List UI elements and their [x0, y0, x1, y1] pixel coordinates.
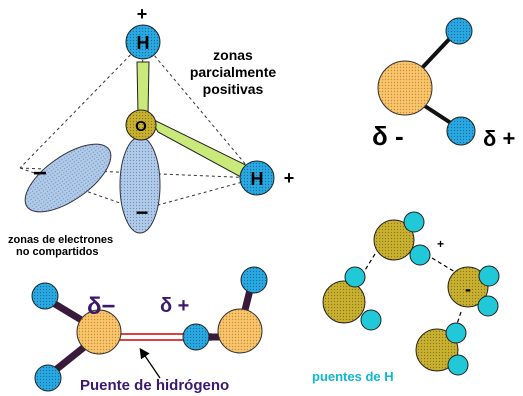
hydrogen-atom-net-5 [478, 265, 500, 287]
hydrogen-atom-left-lower [34, 364, 62, 392]
hydrogen-atom-dipole-bottom [446, 116, 476, 146]
oxygen-atom-net-left [322, 280, 366, 324]
svg-text:zonas: zonas [213, 47, 253, 63]
hydrogen-atom-right-upper [240, 266, 268, 294]
atom-label-h-top: H [137, 33, 150, 53]
hydrogen-atom-net-8 [447, 354, 469, 376]
hydrogen-bond-pair: δ− δ + Puente de hidrógeno [31, 266, 268, 394]
oxygen-atom-right [217, 308, 263, 354]
atom-label-o: O [135, 118, 147, 135]
caption-puente-hidrogeno: Puente de hidrógeno [80, 377, 229, 394]
label-zonas-positivas: zonas parcialmente positivas [190, 47, 277, 97]
bond-o-h-top [136, 61, 150, 115]
delta-plus-pair: δ + [160, 295, 189, 317]
caption-puentes-de-h: puentes de H [312, 369, 394, 384]
network-plus-sign: + [437, 237, 444, 251]
hydrogen-atom-net-3 [344, 266, 366, 288]
delta-minus-dipole: δ - [372, 121, 404, 151]
label-zonas-electrones: zonas de electrones no compartidos [8, 234, 113, 258]
arrow-to-hydrogen-bond [139, 347, 161, 379]
svg-text:zonas de electrones: zonas de electrones [8, 234, 113, 246]
hydrogen-atom-net-6 [477, 295, 499, 317]
dipole-model: δ - δ + [372, 17, 515, 151]
lone-pair-lobe-left [24, 143, 112, 213]
oxygen-atom-dipole [377, 60, 433, 116]
charge-plus-right: + [284, 168, 295, 188]
bond-o-h-right [148, 116, 257, 183]
charge-minus-left: − [33, 160, 47, 187]
charge-minus-bottom: − [136, 200, 149, 225]
hydrogen-atom-net-2 [409, 244, 431, 266]
svg-text:no compartidos: no compartidos [16, 246, 99, 258]
hydrogen-atom-net-4 [360, 309, 382, 331]
hydrogen-atom-bridge [182, 323, 210, 351]
oxygen-atom-left [76, 309, 122, 355]
svg-text:positivas: positivas [203, 81, 264, 97]
charge-plus-top: + [137, 4, 148, 24]
hydrogen-bond-network: + - puentes de H [312, 211, 500, 384]
svg-text:parcialmente: parcialmente [190, 64, 277, 80]
tetrahedral-model: H H O + + − − zonas parcialmente positiv… [8, 4, 294, 258]
hydrogen-atom-right [239, 160, 275, 196]
network-minus-sign: - [465, 279, 471, 299]
hydrogen-atom-dipole-top [445, 17, 473, 45]
oxygen-atom-net-bottom [415, 328, 459, 372]
oxygen-atom-net-right [447, 266, 489, 308]
hydrogen-atom-net-7 [445, 322, 467, 344]
hydrogen-atom-net-1 [403, 211, 425, 233]
atom-label-h-right: H [251, 169, 264, 189]
delta-plus-dipole: δ + [483, 126, 515, 151]
delta-minus-pair: δ− [87, 293, 116, 320]
hydrogen-atom-left-upper [31, 282, 59, 310]
hydrogen-atom-top [125, 24, 161, 60]
oxygen-atom [125, 109, 157, 141]
oxygen-atom-net-top [373, 219, 415, 261]
